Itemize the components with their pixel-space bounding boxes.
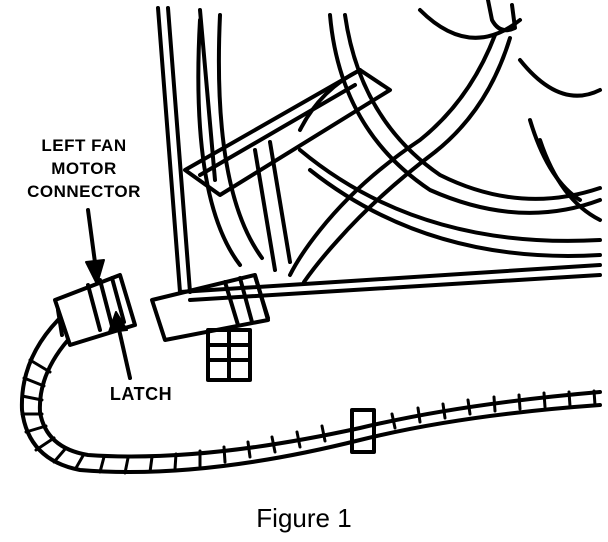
harness-clip	[350, 408, 376, 454]
figure-caption: Figure 1	[256, 503, 352, 533]
harness-loom-ribs	[20, 358, 597, 475]
left-fan-motor-connector-label: LEFT FAN MOTOR CONNECTOR	[4, 134, 164, 203]
connector-label-line-1: LEFT FAN	[41, 136, 127, 155]
motor-lead-wire	[288, 0, 517, 284]
connector-arrow	[86, 208, 98, 272]
latch-label: LATCH	[109, 384, 173, 404]
connector-label-line-3: CONNECTOR	[27, 182, 141, 201]
fan-housing	[298, 8, 602, 258]
left-fan-motor-connector	[53, 273, 137, 347]
connector-arrow-head	[85, 259, 105, 285]
motor-bracket	[183, 68, 392, 272]
motor-side-connector	[150, 273, 270, 382]
latch-arrow	[116, 323, 132, 380]
latch-arrow-head	[108, 311, 128, 333]
connector-label-line-2: MOTOR	[51, 159, 117, 178]
